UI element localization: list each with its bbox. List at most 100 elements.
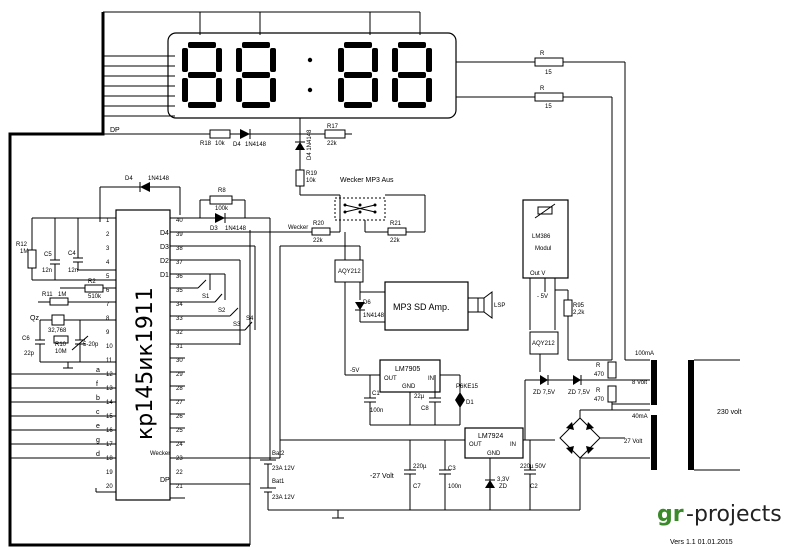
svg-text:LM386: LM386	[532, 234, 551, 240]
display-segment	[236, 78, 242, 102]
resistor-r470-b: R 470	[594, 385, 617, 410]
ic-pin-left: 13	[106, 386, 113, 392]
svg-text:C4: C4	[68, 251, 76, 257]
capacitor-c7: 220µ C7	[404, 440, 427, 510]
svg-text:22p: 22p	[24, 351, 35, 357]
ic-pin-left: 2	[106, 232, 110, 238]
svg-text:D4: D4	[125, 176, 133, 182]
ic-pin-wecker: Wecker	[150, 451, 170, 457]
zener-3v3: 3,3V ZD	[485, 470, 509, 510]
ic-pin-right: 22	[176, 470, 183, 476]
ic-pin-left: 10	[106, 344, 113, 350]
battery-bat2: Bat2 23A 12V	[260, 451, 295, 472]
display-segment	[338, 78, 344, 102]
display-segment	[426, 78, 432, 102]
svg-text:R: R	[540, 86, 545, 92]
ic-right-lower-wiring	[170, 230, 280, 545]
zener-zd1: ZD 7,5V	[524, 375, 590, 440]
ic-pin-right: 33	[176, 316, 183, 322]
svg-text:S1: S1	[202, 294, 210, 300]
svg-text:1M: 1M	[58, 292, 66, 298]
resistor-r18: R18 10k	[190, 129, 231, 147]
ic-pin-left: 6	[106, 288, 110, 294]
ic-digit-label: D2	[160, 258, 169, 265]
svg-text:3,3V: 3,3V	[497, 477, 509, 483]
ic-segment-label: c	[96, 409, 100, 416]
svg-text:D4: D4	[233, 142, 241, 148]
svg-text:C1: C1	[372, 391, 380, 397]
ic-pin-left: 1	[106, 218, 110, 224]
svg-text:AQY212: AQY212	[338, 269, 361, 275]
svg-text:10k: 10k	[306, 178, 317, 184]
svg-text:22k: 22k	[327, 141, 338, 147]
ic-right-wiring: S1 S2 S3 S4	[170, 231, 340, 345]
svg-text:LM7905: LM7905	[395, 366, 420, 373]
display-segment	[398, 72, 426, 78]
ic-pin-right: 27	[176, 400, 183, 406]
oscillator-network: R12 1M C5 12n C4 12n R2 510k R11 1M Qz 3…	[16, 217, 116, 369]
ic-pin-left: 9	[106, 330, 110, 336]
display-segment	[216, 48, 222, 72]
ic-segment-label: g	[96, 437, 100, 444]
ic-pin-right: 28	[176, 386, 183, 392]
display-segment	[398, 102, 426, 108]
segment-bus-lines	[103, 11, 421, 117]
svg-text:1N4148: 1N4148	[148, 176, 170, 182]
ic-pin-left: 3	[106, 246, 110, 252]
svg-text:ZD: ZD	[499, 484, 508, 490]
display-segment	[344, 102, 372, 108]
diode-d4-ic: D4 1N4148	[99, 176, 181, 222]
svg-text:ZD 7,5V: ZD 7,5V	[568, 390, 590, 396]
svg-text:OUT: OUT	[384, 376, 397, 382]
ic-pin-left: 12	[106, 372, 113, 378]
svg-text:32,768: 32,768	[48, 328, 67, 334]
svg-text:-projects: -projects	[686, 502, 782, 527]
resistor-r15-bottom: R 15	[456, 86, 613, 360]
display-segment	[426, 48, 432, 72]
svg-text:2,2k: 2,2k	[573, 310, 585, 316]
battery-bat1: Bat1 23A 12V	[260, 464, 295, 510]
ic-pin-right: 32	[176, 330, 183, 336]
svg-text:12n: 12n	[42, 268, 52, 274]
diode-d4-top: D4 1N4148	[230, 129, 300, 148]
svg-text:R: R	[596, 388, 601, 394]
ic-pin-right: 23	[176, 456, 183, 462]
relay-aqy212-1: AQY212	[279, 232, 364, 458]
regulator-lm7905: LM7905 OUT GND IN -5V	[345, 359, 460, 425]
svg-text:100mA: 100mA	[635, 351, 654, 357]
svg-text:MP3 SD Amp.: MP3 SD Amp.	[393, 302, 450, 312]
svg-text:1N4148: 1N4148	[225, 226, 247, 232]
svg-text:470: 470	[594, 372, 605, 378]
ic-pin-right: 38	[176, 246, 183, 252]
svg-text:Bat1: Bat1	[272, 479, 285, 485]
capacitor-c2: 220µ 50V C2	[520, 440, 546, 510]
svg-text:GND: GND	[402, 384, 416, 390]
ic-pin-left: 5	[106, 274, 110, 280]
ic-segment-label: d	[96, 451, 100, 458]
ic-pin-right: 35	[176, 288, 183, 294]
display-segment	[344, 42, 372, 48]
ic-pin-left: 17	[106, 442, 113, 448]
svg-text:15: 15	[545, 70, 552, 76]
svg-text:C5: C5	[44, 252, 52, 258]
svg-text:Out V: Out V	[530, 271, 545, 277]
svg-text:22µ: 22µ	[414, 394, 425, 400]
svg-text:C7: C7	[413, 484, 421, 490]
ic-pin-right: 21	[176, 484, 183, 490]
display-segment	[398, 42, 426, 48]
svg-text:S3: S3	[233, 322, 241, 328]
ic-pin-left: 11	[106, 358, 113, 364]
display-segment	[338, 48, 344, 72]
resistor-r20: R20 22k Wecker	[288, 221, 331, 244]
ic-segment-label: a	[96, 367, 100, 374]
display-digit	[236, 42, 276, 108]
display-segment	[182, 78, 188, 102]
ic-digit-label: D1	[160, 272, 169, 279]
transformer: 100mA 8 Volt 40mA 27 Volt 230 volt	[612, 351, 742, 471]
svg-text:Qz: Qz	[30, 315, 39, 322]
diode-d1-p6ke15: P6KE15 D1	[455, 375, 479, 425]
svg-text:R: R	[540, 51, 545, 57]
ic-pin-right: 36	[176, 274, 183, 280]
svg-text:8 Volt: 8 Volt	[632, 380, 647, 386]
